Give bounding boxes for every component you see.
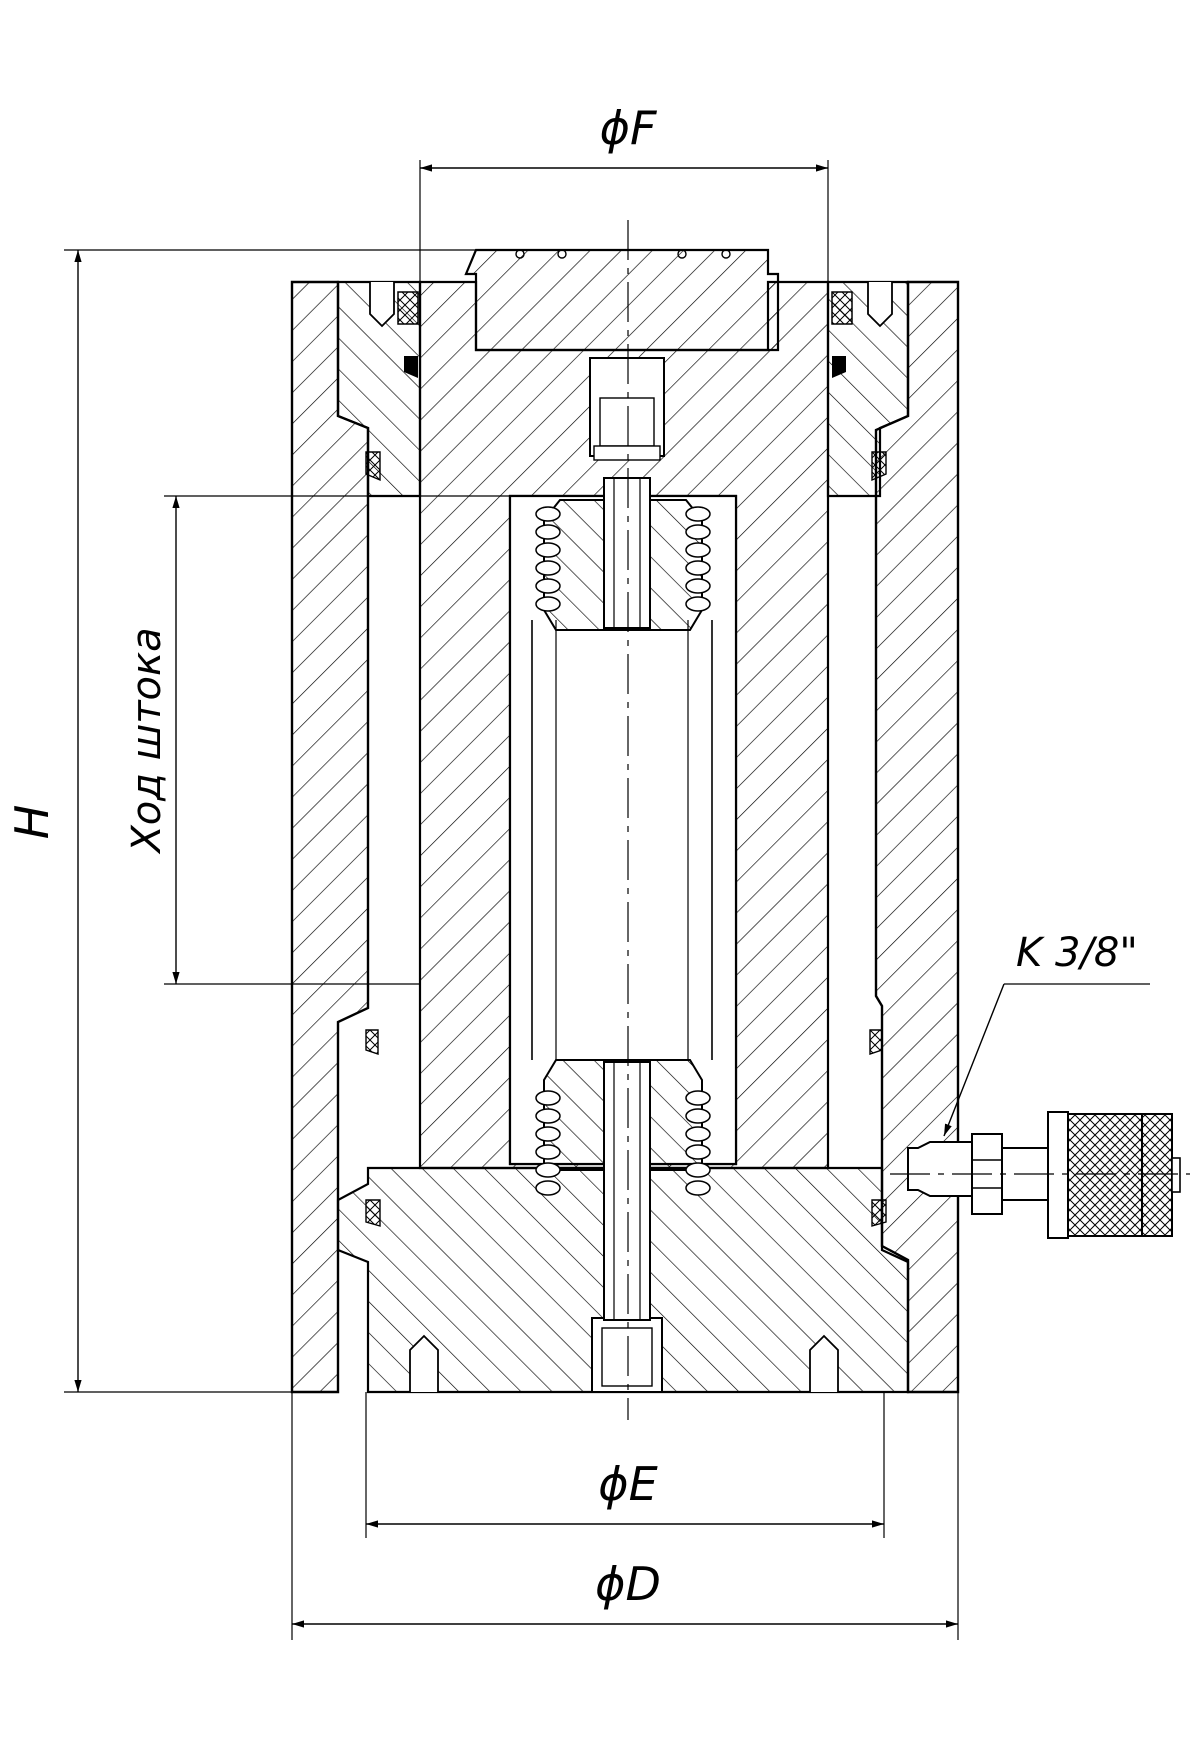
gland-nut — [336, 280, 910, 498]
dimension-e-label: ϕE — [598, 1457, 657, 1511]
rod-seal-left — [404, 356, 418, 378]
seals — [365, 291, 887, 1227]
dimension-f-label: ϕF — [600, 101, 657, 155]
dimension-d-label: ϕD — [595, 1557, 661, 1611]
port-leader: K 3/8" — [943, 930, 1150, 1137]
saddle — [464, 248, 780, 352]
gland-seal-right — [871, 451, 887, 482]
base-seal-right — [871, 1199, 887, 1227]
dimension-f: ϕF — [419, 101, 829, 282]
dimension-stroke: Ход штока — [124, 495, 510, 985]
springs — [535, 506, 711, 1196]
spring-lower-right — [685, 1090, 711, 1196]
dimension-d: ϕD — [291, 1392, 959, 1640]
dimension-stroke-label: Ход штока — [124, 627, 170, 854]
dimension-e: ϕE — [365, 1392, 885, 1538]
piston-seal-left — [365, 1029, 379, 1055]
port-leader-arrow — [943, 983, 1005, 1137]
rod-seal-right — [832, 356, 846, 378]
spring-lower-left — [535, 1090, 561, 1196]
dimension-h-label: H — [5, 805, 59, 840]
tie-rod — [589, 357, 665, 1321]
grub-screws — [369, 282, 893, 328]
spring-upper-left — [535, 506, 561, 612]
body-right-wall — [874, 280, 960, 1394]
spring-upper-right — [685, 506, 711, 612]
wiper-seal-right — [831, 291, 853, 325]
gland-seal-left — [365, 451, 381, 482]
centerlines — [627, 220, 1190, 1420]
base-seal-left — [365, 1199, 381, 1227]
port-label: K 3/8" — [1016, 930, 1138, 976]
coupler-fitting — [907, 1111, 1181, 1239]
piston-seal-right — [869, 1029, 883, 1055]
wiper-seal-left — [397, 291, 419, 325]
dimension-h: H — [5, 249, 476, 1393]
